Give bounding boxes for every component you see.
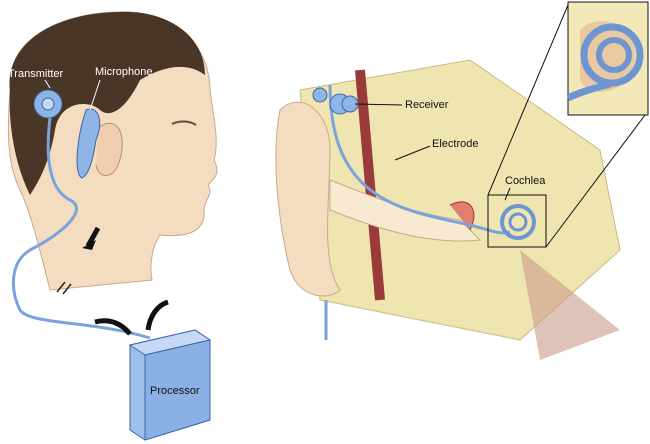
transmitter-label: Transmitter <box>8 68 64 80</box>
processor-shape <box>128 329 212 441</box>
electrode-label: Electrode <box>432 138 479 150</box>
cochlea-label: Cochlea <box>505 175 546 187</box>
processor-label: Processor <box>150 385 200 397</box>
outer-ear-shape <box>275 101 341 297</box>
arrow-from-processor-icon <box>145 299 169 331</box>
ear-cross-section <box>275 59 621 360</box>
head-illustration <box>7 11 218 291</box>
receiver-label: Receiver <box>405 99 449 111</box>
cochlea-highlight-box <box>487 194 547 248</box>
inset-electrode-spiral <box>580 23 644 87</box>
processor-cable <box>11 117 151 340</box>
electrode-lead <box>328 84 511 235</box>
arrow-down-icon <box>85 226 101 248</box>
arrow-to-processor-icon <box>94 318 132 336</box>
ear-shape <box>95 122 123 176</box>
hair-shape <box>9 11 205 195</box>
microphone-shape <box>76 108 101 179</box>
cochlea-spiral <box>500 204 536 240</box>
microphone-label: Microphone <box>95 66 153 78</box>
eye <box>171 120 197 126</box>
cochlea-inset <box>566 1 649 116</box>
